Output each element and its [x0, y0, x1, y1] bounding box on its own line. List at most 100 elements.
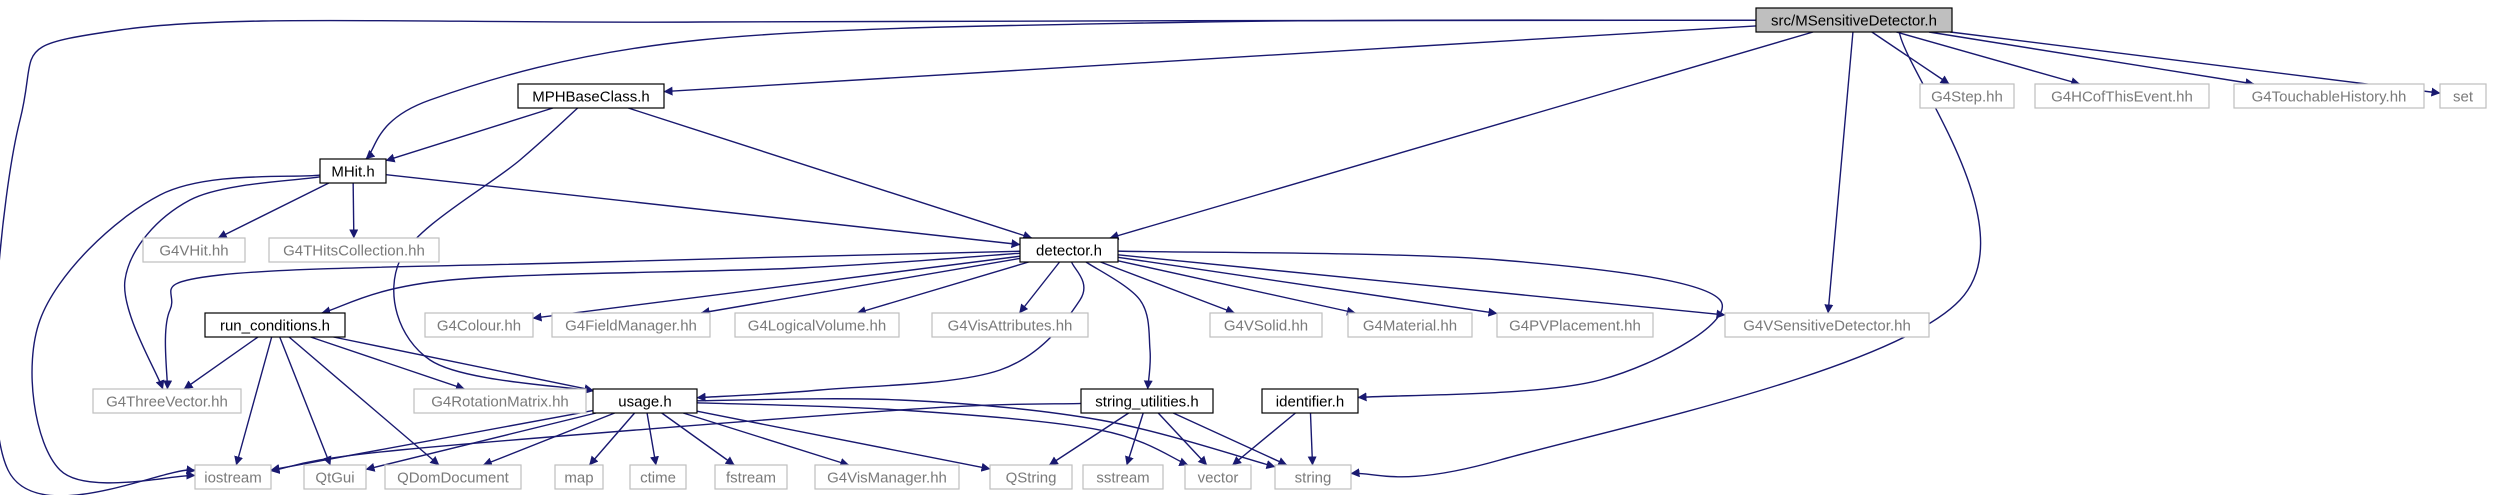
- node-set: set: [2439, 83, 2487, 109]
- edge-mphbase-to-mhit: [385, 107, 554, 163]
- node-box: [734, 312, 900, 338]
- edge-mhit-to-iostream: [31, 174, 321, 484]
- node-strutil[interactable]: string_utilities.h: [1080, 388, 1214, 414]
- edge-detector-to-g4vsolid: [1100, 261, 1235, 315]
- edge-usage-to-string: [696, 398, 1276, 469]
- edge-root-to-set: [1950, 31, 2441, 97]
- edge-detector-to-g4visattr: [1018, 261, 1061, 314]
- node-iostream: iostream: [194, 464, 272, 490]
- edge-usage-to-iostream: [270, 409, 594, 473]
- node-box: [1755, 7, 1953, 33]
- node-detector[interactable]: detector.h: [1019, 237, 1119, 263]
- node-box: [1347, 312, 1473, 338]
- node-g4vsolid: G4VSolid.hh: [1209, 312, 1323, 338]
- edge-detector-to-runcond: [321, 252, 1021, 316]
- node-g4hcof: G4HCofThisEvent.hh: [2034, 83, 2210, 109]
- node-box: [1496, 312, 1654, 338]
- edge-detector-to-g4colour: [532, 255, 1021, 322]
- node-box: [1082, 464, 1164, 490]
- edge-identifier-to-vector: [1232, 412, 1296, 466]
- edge-usage-to-vector: [696, 402, 1189, 467]
- edge-root-to-g4vsens: [1824, 31, 1854, 314]
- edge-mhit-to-g4thits: [349, 182, 359, 239]
- node-box: [592, 388, 698, 414]
- node-box: [2233, 83, 2425, 109]
- node-label: usage.h: [618, 394, 671, 411]
- node-label: G4VSolid.hh: [1224, 318, 1308, 335]
- node-box: [268, 237, 440, 263]
- node-ctime: ctime: [629, 464, 687, 490]
- node-g4touch: G4TouchableHistory.hh: [2233, 83, 2425, 109]
- node-root[interactable]: src/MSensitiveDetector.h: [1755, 7, 1953, 33]
- node-g4visattr: G4VisAttributes.hh: [931, 312, 1089, 338]
- edge-mhit-to-detector: [385, 173, 1021, 249]
- node-usage[interactable]: usage.h: [592, 388, 698, 414]
- node-label: G4FieldManager.hh: [565, 318, 697, 335]
- node-g4vhit: G4VHit.hh: [142, 237, 246, 263]
- node-g4logvol: G4LogicalVolume.hh: [734, 312, 900, 338]
- edge-root-to-string: [1350, 14, 1982, 478]
- node-g4thits: G4THitsCollection.hh: [268, 237, 440, 263]
- edge-runcond-to-g4three: [183, 336, 259, 390]
- node-box: [1724, 312, 1930, 338]
- node-box: [92, 388, 242, 414]
- node-fstream: fstream: [714, 464, 788, 490]
- edge-detector-to-g4field: [700, 257, 1021, 316]
- node-box: [303, 464, 367, 490]
- node-runcond[interactable]: run_conditions.h: [204, 312, 346, 338]
- node-box: [424, 312, 534, 338]
- edge-detector-to-g4vsens: [1117, 254, 1726, 319]
- node-g4step: G4Step.hh: [1919, 83, 2015, 109]
- dependency-edges: [0, 14, 2441, 495]
- edge-usage-to-map: [588, 412, 636, 466]
- node-box: [2034, 83, 2210, 109]
- node-label: set: [2453, 89, 2474, 106]
- node-box: [931, 312, 1089, 338]
- node-g4material: G4Material.hh: [1347, 312, 1473, 338]
- node-label: G4VisAttributes.hh: [948, 318, 1073, 335]
- edge-runcond-to-qtgui: [279, 336, 332, 466]
- node-vector: vector: [1184, 464, 1252, 490]
- node-map: map: [554, 464, 604, 490]
- node-label: iostream: [204, 470, 262, 487]
- edge-usage-to-qstring: [696, 410, 991, 472]
- edge-usage-to-g4vismgr: [683, 412, 850, 467]
- node-label: G4THitsCollection.hh: [283, 243, 425, 260]
- node-box: [204, 312, 346, 338]
- edge-strutil-to-iostream: [270, 402, 1082, 474]
- node-label: string: [1295, 470, 1332, 487]
- node-label: G4ThreeVector.hh: [106, 394, 228, 411]
- node-box: [714, 464, 788, 490]
- node-g4vsens: G4VSensitiveDetector.hh: [1724, 312, 1930, 338]
- edge-detector-to-identifier: [1117, 250, 1723, 402]
- node-label: G4TouchableHistory.hh: [2252, 89, 2407, 106]
- node-box: [989, 464, 1073, 490]
- node-label: G4Colour.hh: [437, 318, 521, 335]
- node-label: G4VHit.hh: [159, 243, 228, 260]
- node-g4vismgr: G4VisManager.hh: [814, 464, 960, 490]
- edge-strutil-to-sstream: [1125, 412, 1144, 466]
- node-box: [1261, 388, 1359, 414]
- edge-root-to-g4touch: [1928, 31, 2255, 88]
- edge-mphbase-to-usage: [393, 107, 594, 394]
- node-box: [384, 464, 522, 490]
- edge-root-to-g4step: [1871, 31, 1950, 85]
- node-box: [1080, 388, 1214, 414]
- node-string: string: [1274, 464, 1352, 490]
- node-label: G4Step.hh: [1931, 89, 2003, 106]
- node-box: [319, 158, 387, 184]
- node-box: [1019, 237, 1119, 263]
- node-box: [554, 464, 604, 490]
- node-label: string_utilities.h: [1095, 394, 1198, 411]
- node-box: [2439, 83, 2487, 109]
- node-qtgui: QtGui: [303, 464, 367, 490]
- node-mhit[interactable]: MHit.h: [319, 158, 387, 184]
- node-g4rotmat: G4RotationMatrix.hh: [413, 388, 587, 414]
- node-mphbase[interactable]: MPHBaseClass.h: [517, 83, 665, 109]
- node-label: src/MSensitiveDetector.h: [1771, 13, 1937, 30]
- node-identifier[interactable]: identifier.h: [1261, 388, 1359, 414]
- edge-root-to-g4hcof: [1896, 31, 2081, 86]
- node-g4field: G4FieldManager.hh: [551, 312, 711, 338]
- edge-usage-to-qtgui: [365, 412, 597, 472]
- edge-usage-to-qdom: [482, 412, 615, 467]
